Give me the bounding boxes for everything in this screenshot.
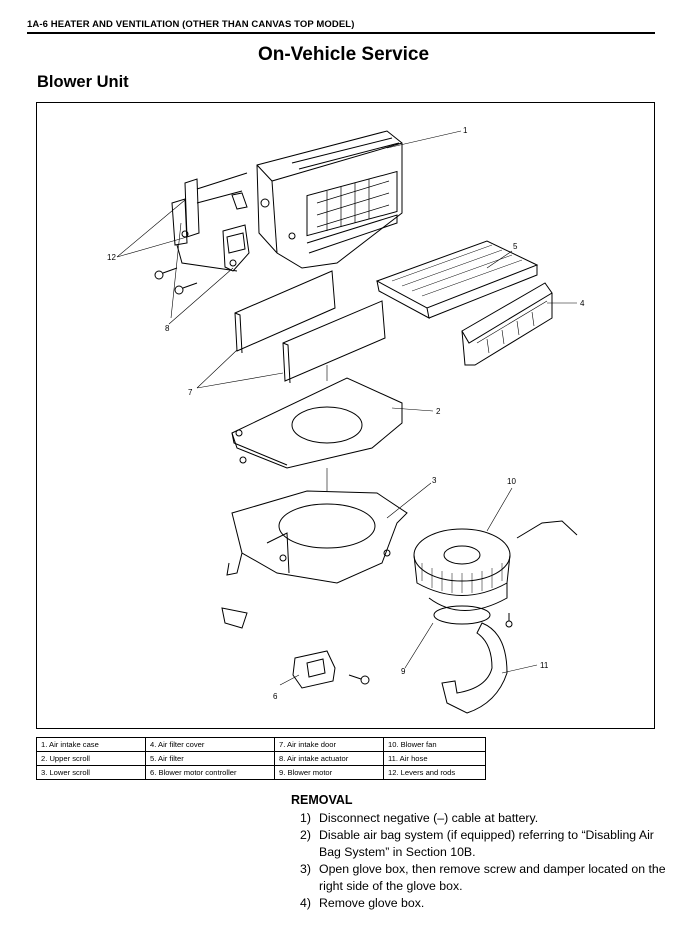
- legend-cell: 9. Blower motor: [274, 765, 384, 780]
- callout-2: 2: [436, 407, 441, 416]
- callout-11: 11: [540, 661, 549, 670]
- removal-step: 2) Disable air bag system (if equipped) …: [291, 827, 671, 861]
- screws-drawing: [154, 267, 513, 685]
- air-intake-actuator-drawing: [222, 224, 250, 272]
- legend-cell: 4. Air filter cover: [145, 737, 275, 752]
- removal-section: REMOVAL 1) Disconnect negative (–) cable…: [291, 793, 671, 912]
- callout-8: 8: [165, 324, 170, 333]
- page-header: 1A-6 HEATER AND VENTILATION (OTHER THAN …: [27, 19, 355, 30]
- callout-1: 1: [463, 126, 468, 135]
- removal-step: 3) Open glove box, then remove screw and…: [291, 861, 671, 895]
- legend-cell: 2. Upper scroll: [36, 751, 146, 766]
- step-number: 4): [300, 896, 311, 910]
- step-text: Disconnect negative (–) cable at battery…: [319, 811, 539, 825]
- step-number: 2): [300, 828, 311, 842]
- legend-cell: 10. Blower fan: [383, 737, 486, 752]
- step-text: Remove glove box.: [319, 896, 425, 910]
- air-hose-drawing: [441, 622, 508, 714]
- callout-5: 5: [513, 242, 518, 251]
- air-intake-case-drawing: [256, 130, 403, 269]
- removal-heading: REMOVAL: [291, 793, 353, 807]
- callout-7: 7: [188, 388, 193, 397]
- step-text: Open glove box, then remove screw and da…: [319, 862, 666, 893]
- section-title: Blower Unit: [37, 73, 129, 91]
- callout-9: 9: [401, 667, 406, 676]
- parts-legend-table: 1. Air intake case 4. Air filter cover 7…: [36, 737, 486, 780]
- legend-cell: 7. Air intake door: [274, 737, 384, 752]
- legend-row: 3. Lower scroll 6. Blower motor controll…: [36, 765, 486, 780]
- legend-cell: 5. Air filter: [145, 751, 275, 766]
- blower-motor-controller-drawing: [292, 650, 336, 689]
- callout-6: 6: [273, 692, 278, 701]
- legend-cell: 1. Air intake case: [36, 737, 146, 752]
- legend-row: 2. Upper scroll 5. Air filter 8. Air int…: [36, 751, 486, 766]
- step-number: 3): [300, 862, 311, 876]
- step-number: 1): [300, 811, 311, 825]
- upper-scroll-drawing: [231, 377, 403, 469]
- air-filter-drawing: [375, 240, 539, 319]
- lower-scroll-drawing: [221, 490, 408, 629]
- air-intake-doors-drawing: [234, 270, 386, 384]
- legend-cell: 12. Levers and rods: [383, 765, 486, 780]
- legend-cell: 6. Blower motor controller: [145, 765, 275, 780]
- removal-step: 4) Remove glove box.: [291, 895, 671, 912]
- blower-unit-diagram: 1 2 3 4 5 6 7 8 9 10 11 12: [107, 126, 585, 714]
- legend-cell: 8. Air intake actuator: [274, 751, 384, 766]
- callout-12: 12: [107, 253, 116, 262]
- removal-step: 1) Disconnect negative (–) cable at batt…: [291, 810, 671, 827]
- blower-fan-drawing: [413, 520, 578, 625]
- leader-lines: [116, 130, 577, 686]
- step-text: Disable air bag system (if equipped) ref…: [319, 828, 654, 859]
- exploded-view-figure: 1 2 3 4 5 6 7 8 9 10 11 12: [36, 102, 655, 729]
- callout-3: 3: [432, 476, 437, 485]
- callout-4: 4: [580, 299, 585, 308]
- header-rule: [27, 32, 655, 34]
- page-title: On-Vehicle Service: [257, 44, 430, 65]
- legend-cell: 3. Lower scroll: [36, 765, 146, 780]
- air-filter-cover-drawing: [461, 282, 553, 366]
- levers-and-rods-drawing: [171, 172, 248, 272]
- legend-cell: 11. Air hose: [383, 751, 486, 766]
- legend-row: 1. Air intake case 4. Air filter cover 7…: [36, 737, 486, 752]
- callout-10: 10: [507, 477, 516, 486]
